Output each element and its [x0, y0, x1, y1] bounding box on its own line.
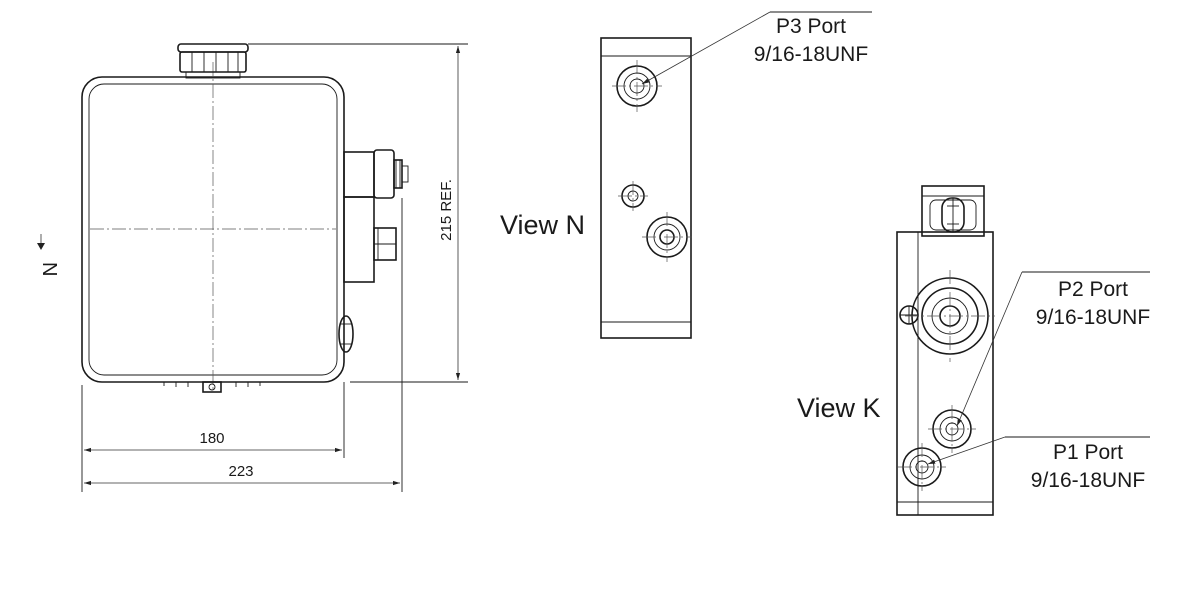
- view-n-label: View N: [500, 210, 585, 240]
- p1-leader-line: [927, 436, 1006, 465]
- view-k-connector: [921, 185, 985, 237]
- p3-leader-line: [641, 11, 771, 85]
- dim-label-180: 180: [199, 430, 224, 447]
- p3-port-hole: [612, 60, 662, 112]
- p2-port-hole: [928, 405, 976, 453]
- dim-label-223: 223: [228, 463, 253, 480]
- view-k-block: [896, 185, 1150, 516]
- p2-leader-line: [956, 271, 1023, 427]
- view-n-small-hole: [618, 181, 648, 211]
- dimension-lines: [81, 43, 468, 492]
- filler-cap: [177, 43, 249, 79]
- p1-port-thread: 9/16-18UNF: [1031, 469, 1145, 492]
- dim-label-215-ref: 215 REF.: [438, 179, 455, 241]
- view-n-block: [600, 11, 872, 339]
- tank-front-view: N: [37, 43, 409, 393]
- p3-port-name: P3 Port: [776, 15, 846, 38]
- view-k-side-pin: [899, 305, 919, 325]
- tank-bottom-drain: [163, 381, 261, 393]
- view-k-main-port: [905, 270, 995, 362]
- p1-port-hole: [898, 443, 946, 491]
- p2-port-thread: 9/16-18UNF: [1036, 306, 1150, 329]
- view-n-large-hole: [642, 212, 692, 262]
- p3-port-thread: 9/16-18UNF: [754, 43, 868, 66]
- solenoid-valve: [343, 149, 409, 283]
- side-sight-gauge: [338, 315, 354, 353]
- p1-port-name: P1 Port: [1053, 441, 1123, 464]
- view-n-marker: N: [38, 262, 60, 276]
- view-k-label: View K: [797, 393, 881, 423]
- p2-port-name: P2 Port: [1058, 278, 1128, 301]
- view-n-arrow-icon: [37, 234, 45, 250]
